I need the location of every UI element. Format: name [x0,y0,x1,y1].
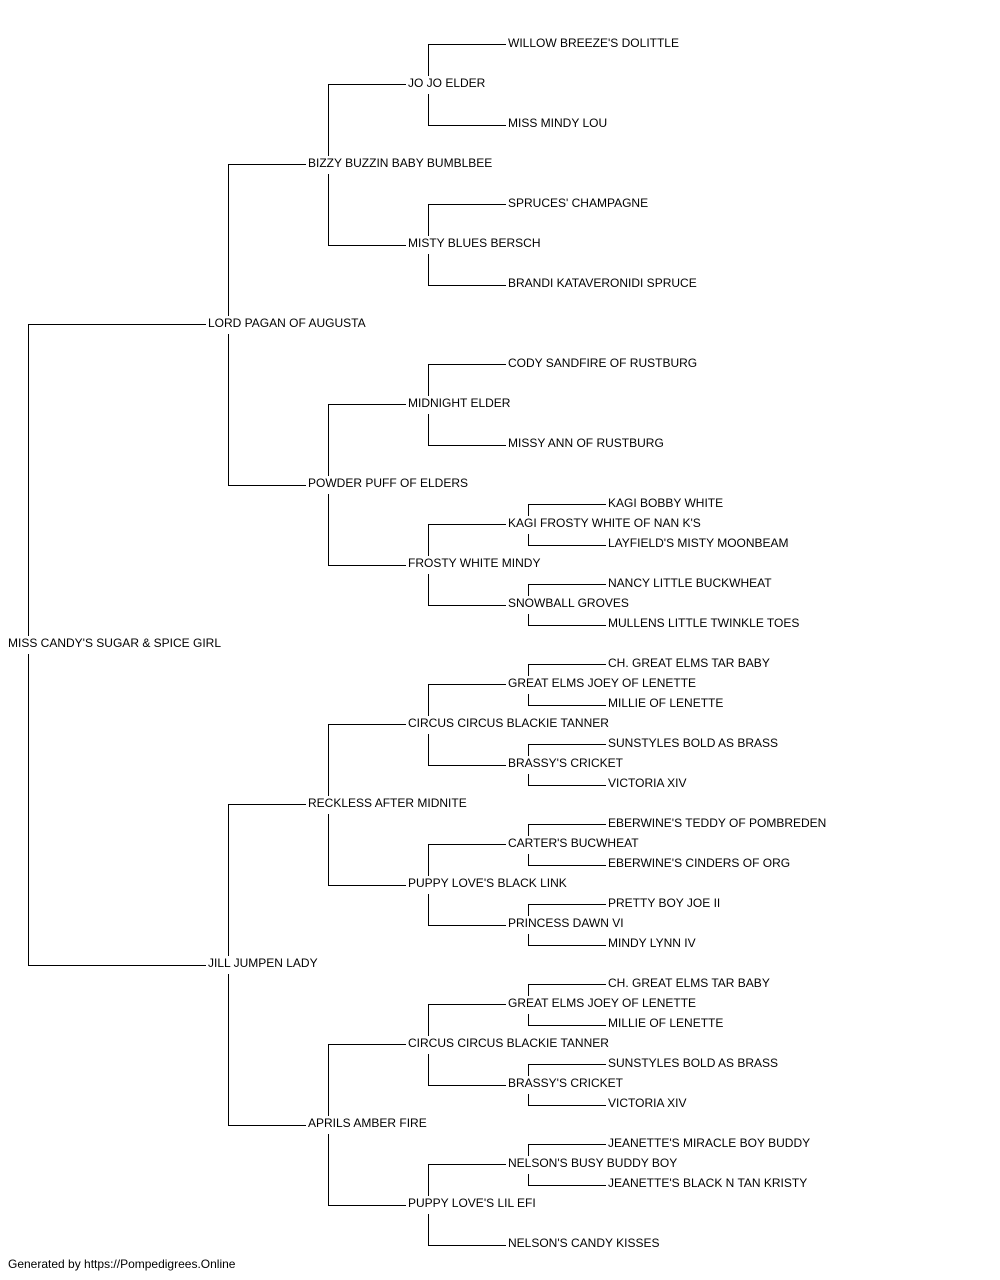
ancestor-brassy-s-cricket: BRASSY'S CRICKET [508,1076,624,1090]
ancestor-puppy-love-s-lil-efi: PUPPY LOVE'S LIL EFI [408,1196,536,1210]
ancestor-mindy-lynn-iv: MINDY LYNN IV [608,936,696,950]
ancestor-nelson-s-candy-kisses: NELSON'S CANDY KISSES [508,1236,659,1250]
ancestor-ch-great-elms-tar-baby: CH. GREAT ELMS TAR BABY [608,976,770,990]
ancestor-circus-circus-blackie-tanner: CIRCUS CIRCUS BLACKIE TANNER [408,716,609,730]
ancestor-miss-mindy-lou: MISS MINDY LOU [508,116,607,130]
ancestor-sunstyles-bold-as-brass: SUNSTYLES BOLD AS BRASS [608,1056,778,1070]
ancestor-millie-of-lenette: MILLIE OF LENETTE [608,696,723,710]
ancestor-pretty-boy-joe-ii: PRETTY BOY JOE II [608,896,720,910]
ancestor-jeanette-s-black-n-tan-kristy: JEANETTE'S BLACK N TAN KRISTY [608,1176,807,1190]
ancestor-victoria-xiv: VICTORIA XIV [608,1096,686,1110]
ancestor-brassy-s-cricket: BRASSY'S CRICKET [508,756,624,770]
ancestor-layfield-s-misty-moonbeam: LAYFIELD'S MISTY MOONBEAM [608,536,789,550]
ancestor-willow-breeze-s-dolittle: WILLOW BREEZE'S DOLITTLE [508,36,679,50]
ancestor-carter-s-bucwheat: CARTER'S BUCWHEAT [508,836,639,850]
ancestor-frosty-white-mindy: FROSTY WHITE MINDY [408,556,540,570]
ancestor-great-elms-joey-of-lenette: GREAT ELMS JOEY OF LENETTE [508,996,696,1010]
ancestor-ch-great-elms-tar-baby: CH. GREAT ELMS TAR BABY [608,656,770,670]
ancestor-jill-jumpen-lady: JILL JUMPEN LADY [208,956,318,970]
ancestor-millie-of-lenette: MILLIE OF LENETTE [608,1016,723,1030]
connector-lines [28,44,606,1246]
ancestor-cody-sandfire-of-rustburg: CODY SANDFIRE OF RUSTBURG [508,356,697,370]
ancestor-brandi-kataveronidi-spruce: BRANDI KATAVERONIDI SPRUCE [508,276,697,290]
ancestor-princess-dawn-vi: PRINCESS DAWN VI [508,916,624,930]
ancestor-jeanette-s-miracle-boy-buddy: JEANETTE'S MIRACLE BOY BUDDY [608,1136,810,1150]
ancestor-lord-pagan-of-augusta: LORD PAGAN OF AUGUSTA [208,316,366,330]
ancestor-powder-puff-of-elders: POWDER PUFF OF ELDERS [308,476,468,490]
ancestor-missy-ann-of-rustburg: MISSY ANN OF RUSTBURG [508,436,664,450]
ancestor-kagi-frosty-white-of-nan-k-s: KAGI FROSTY WHITE OF NAN K'S [508,516,701,530]
ancestor-circus-circus-blackie-tanner: CIRCUS CIRCUS BLACKIE TANNER [408,1036,609,1050]
footer-credit: Generated by https://Pompedigrees.Online [8,1257,236,1271]
ancestor-mullens-little-twinkle-toes: MULLENS LITTLE TWINKLE TOES [608,616,799,630]
ancestor-great-elms-joey-of-lenette: GREAT ELMS JOEY OF LENETTE [508,676,696,690]
ancestor-puppy-love-s-black-link: PUPPY LOVE'S BLACK LINK [408,876,567,890]
ancestor-misty-blues-bersch: MISTY BLUES BERSCH [408,236,540,250]
ancestor-sunstyles-bold-as-brass: SUNSTYLES BOLD AS BRASS [608,736,778,750]
ancestor-spruces-champagne: SPRUCES' CHAMPAGNE [508,196,648,210]
ancestor-jo-jo-elder: JO JO ELDER [408,76,486,90]
ancestor-bizzy-buzzin-baby-bumblbee: BIZZY BUZZIN BABY BUMBLBEE [308,156,492,170]
ancestor-labels: MISS CANDY'S SUGAR & SPICE GIRL LORD PAGA… [8,36,826,1250]
ancestor-reckless-after-midnite: RECKLESS AFTER MIDNITE [308,796,467,810]
ancestor-eberwine-s-teddy-of-pombreden: EBERWINE'S TEDDY OF POMBREDEN [608,816,826,830]
ancestor-nelson-s-busy-buddy-boy: NELSON'S BUSY BUDDY BOY [508,1156,677,1170]
ancestor-aprils-amber-fire: APRILS AMBER FIRE [308,1116,427,1130]
ancestor-midnight-elder: MIDNIGHT ELDER [408,396,511,410]
ancestor-kagi-bobby-white: KAGI BOBBY WHITE [608,496,723,510]
ancestor-eberwine-s-cinders-of-org: EBERWINE'S CINDERS OF ORG [608,856,790,870]
ancestor-victoria-xiv: VICTORIA XIV [608,776,686,790]
ancestor-miss-candy-s-sugar-spice-girl: MISS CANDY'S SUGAR & SPICE GIRL [8,636,221,650]
ancestor-nancy-little-buckwheat: NANCY LITTLE BUCKWHEAT [608,576,772,590]
pedigree-tree: MISS CANDY'S SUGAR & SPICE GIRL LORD PAGA… [8,36,826,1250]
ancestor-snowball-groves: SNOWBALL GROVES [508,596,629,610]
